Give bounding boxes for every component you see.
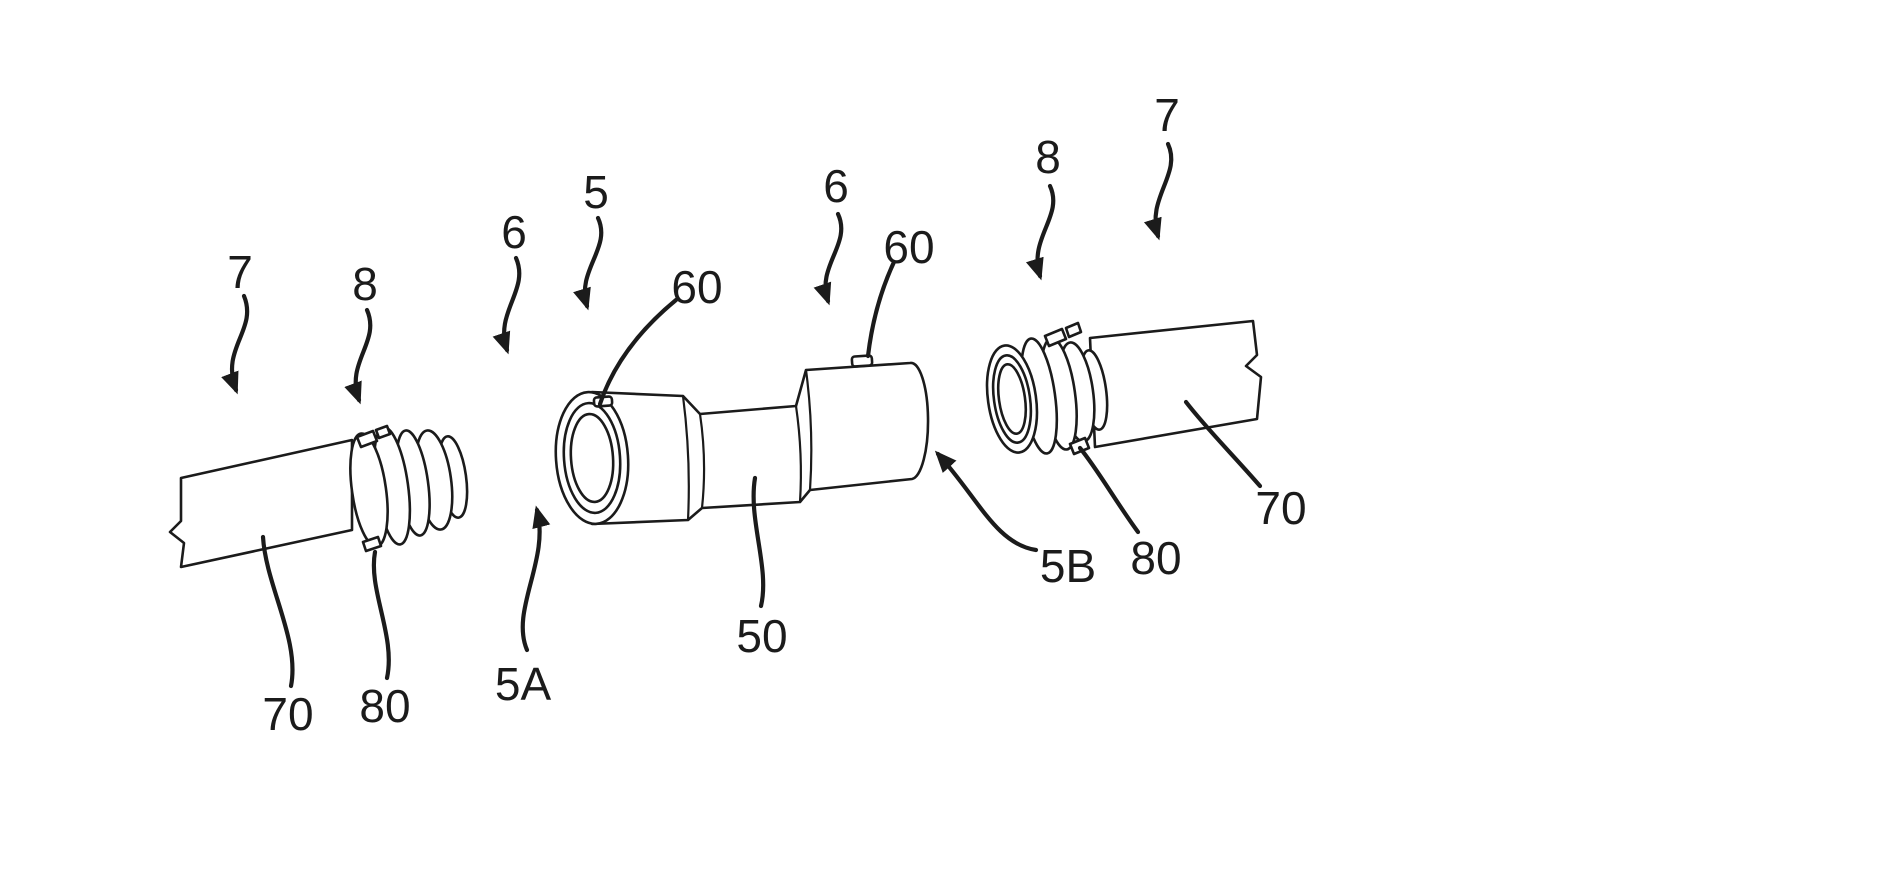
right-collar-face-bore [996,362,1028,436]
ref-label-50: 50 [736,610,787,662]
leader-6-left [492,255,522,355]
right-collar-clip-tab-top [1043,327,1068,348]
ref-label-7-left: 7 [227,246,253,298]
leader-80-left [371,549,391,681]
ref-label-80-right: 80 [1130,532,1181,584]
coupling-shoulder-line-1 [681,394,690,522]
leader-50 [751,475,766,609]
leader-60-left [597,297,679,407]
right-tube [1088,319,1263,449]
leader-8-left [344,307,373,405]
left-tube [168,438,354,569]
coupling-shoulder-line-4 [804,368,813,492]
coupling-assembly [554,354,930,526]
ref-label-5A: 5A [495,658,552,710]
leader-70-right [1183,399,1263,489]
coupling-slot-60-right [850,354,874,368]
coupling-mouth-bore [569,412,615,504]
left-collar-clip-tab-bottom [361,535,383,553]
leader-80-right [1077,445,1141,535]
coupling-shoulder-line-3 [794,404,802,504]
reference-numerals: 7 8 6 5 60 6 60 8 7 70 80 5A 50 5B 80 70 [227,89,1306,740]
leader-7-right [1143,141,1174,241]
ref-label-8-right: 8 [1035,131,1061,183]
leader-5 [573,215,604,311]
coupling-body [590,361,930,526]
ref-label-5: 5 [583,166,609,218]
ref-label-70-right: 70 [1255,482,1306,534]
leader-lines [221,141,1263,689]
ref-label-60-right: 60 [883,221,934,273]
coupling-shoulder-line-2 [698,412,706,510]
leader-7-left [221,293,250,395]
ref-label-70-left: 70 [262,688,313,740]
ref-label-6-right: 6 [823,160,849,212]
leader-5A [520,505,551,653]
leader-70-left [260,534,295,689]
ref-label-8-left: 8 [352,258,378,310]
leader-8-right [1025,183,1056,281]
ref-label-7-right: 7 [1154,89,1180,141]
leader-60-right [865,259,897,359]
ref-label-80-left: 80 [359,680,410,732]
ref-label-5B: 5B [1040,540,1096,592]
leader-6-right [813,211,844,306]
ref-label-6-left: 6 [501,206,527,258]
leader-5B [934,450,1039,553]
left-tube-assembly [168,424,469,569]
ref-label-60-left: 60 [671,261,722,313]
right-collar-clip-tab-top2 [1064,321,1083,339]
left-collar-clip-tab-top [355,429,379,449]
right-tube-assembly [985,319,1263,456]
left-collar-clip-tab-top2 [374,424,392,440]
